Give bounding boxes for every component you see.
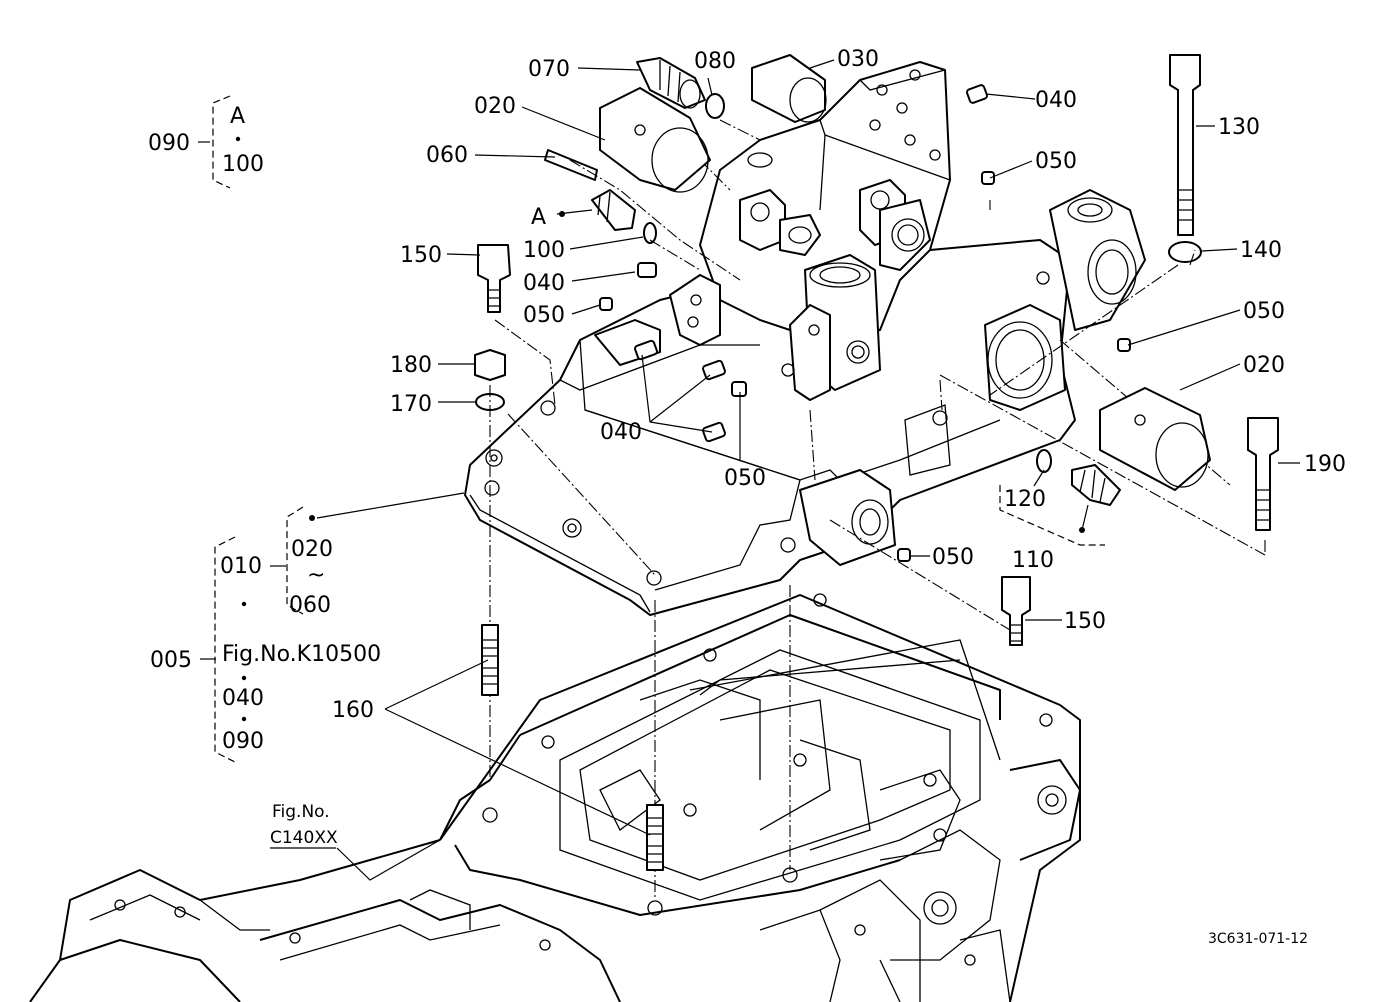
pin-060 (544, 149, 598, 181)
o-ring-080 (705, 93, 725, 119)
o-ring-120 (1036, 449, 1052, 473)
transmission-case (439, 593, 1081, 1002)
callout-150-top: 150 (400, 243, 442, 268)
group-005: 010 020 ~ 060 005 Fig.No.K10500 040 090 (150, 506, 381, 763)
callouts: 070 080 030 040 020 060 050 130 A 100 15… (332, 47, 1346, 723)
sleeve-020-lower (1099, 387, 1211, 491)
callout-050-left: 050 (523, 303, 565, 328)
leader-lines (316, 59, 1300, 881)
group-005-b: 090 (222, 729, 264, 754)
fig-ref-line2: C140XX (270, 828, 338, 848)
callout-160: 160 (332, 698, 374, 723)
callout-050-center: 050 (724, 466, 766, 491)
valve-body (594, 61, 1146, 401)
group-005-label: 005 (150, 648, 192, 673)
callout-040-top: 040 (1035, 88, 1077, 113)
group-090: 090 A 100 (148, 95, 264, 189)
plug-040-c1 (634, 339, 658, 361)
fig-reference: Fig.No. C140XX (270, 802, 338, 849)
callout-060: 060 (426, 143, 468, 168)
plug-040-c3 (702, 421, 726, 443)
callout-050-top: 050 (1035, 149, 1077, 174)
fitting-A (591, 189, 636, 231)
callout-040-mid: 040 (523, 271, 565, 296)
callout-180: 180 (390, 353, 432, 378)
screw-050-a (981, 171, 995, 185)
screw-050-e (897, 548, 911, 562)
group-bracket-110 (999, 485, 1105, 546)
fitting-110 (1071, 464, 1121, 506)
group-010-bottom: 060 (289, 593, 331, 618)
group-005-fig: Fig.No.K10500 (222, 642, 381, 667)
callout-130: 130 (1218, 115, 1260, 140)
callout-170: 170 (390, 392, 432, 417)
bolt-150-bottom (1001, 576, 1031, 646)
drawing-id: 3C631-071-12 (1208, 931, 1308, 947)
assembly-center-lines (489, 119, 1266, 900)
o-ring-100 (643, 222, 657, 244)
callout-020-right: 020 (1243, 353, 1285, 378)
sleeve-020-upper (599, 87, 711, 193)
plug-040-mid (637, 262, 657, 278)
callout-070: 070 (528, 57, 570, 82)
screw-050-d (731, 381, 747, 397)
fitting-070 (636, 57, 706, 109)
plug-040-top (965, 84, 989, 104)
sleeve-030 (751, 54, 827, 123)
stud-160-left (481, 624, 499, 696)
callout-040-center: 040 (600, 420, 642, 445)
stud-160-right (646, 804, 664, 871)
group-090-top: A (230, 104, 245, 129)
callout-190: 190 (1304, 452, 1346, 477)
adjacent-housing (29, 839, 621, 1002)
marker-A-dot (559, 211, 565, 217)
bolt-190 (1247, 417, 1279, 531)
nut-180 (474, 349, 506, 381)
bolt-130 (1169, 54, 1201, 236)
callout-110: 110 (1012, 548, 1054, 573)
group-090-label: 090 (148, 131, 190, 156)
group-090-bottom: 100 (222, 152, 264, 177)
callout-030: 030 (837, 47, 879, 72)
washer-140 (1168, 241, 1202, 263)
callout-050-bottom: 050 (932, 545, 974, 570)
callout-020-top: 020 (474, 94, 516, 119)
bolt-150-top (477, 244, 511, 313)
callout-050-right: 050 (1243, 299, 1285, 324)
group-010-top: 020 (291, 537, 333, 562)
callout-A: A (531, 205, 546, 230)
callout-120: 120 (1004, 487, 1046, 512)
plug-040-c2 (702, 359, 726, 381)
fig-ref-line1: Fig.No. (272, 802, 330, 822)
group-010-label: 010 (220, 554, 262, 579)
callout-140: 140 (1240, 238, 1282, 263)
callout-150-bottom: 150 (1064, 609, 1106, 634)
callout-100: 100 (523, 238, 565, 263)
callout-080: 080 (694, 49, 736, 74)
group-005-a: 040 (222, 686, 264, 711)
screw-050-b (599, 297, 613, 311)
group-010-tilde: ~ (307, 563, 325, 588)
